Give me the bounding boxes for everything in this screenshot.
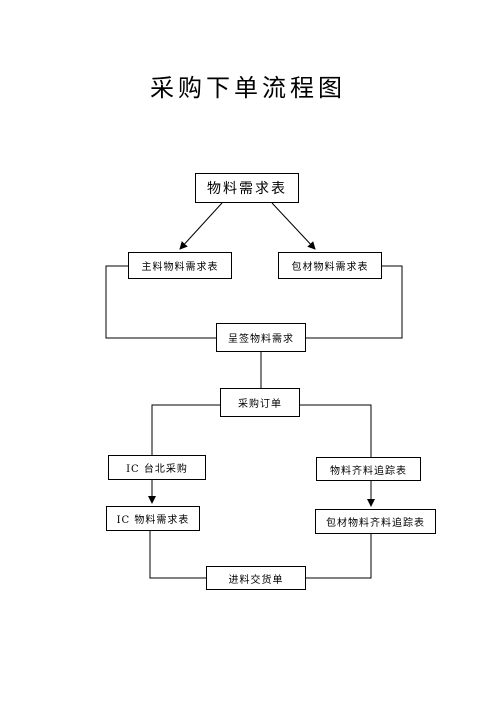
connector-order-to-ic [151, 404, 220, 455]
connector-order-to-tracking [300, 404, 372, 457]
node-submit-demand: 呈签物料需求 [216, 323, 306, 352]
connector-main-to-submit [105, 265, 216, 339]
arrow-to-packaging [271, 202, 316, 250]
connector-ic-demand-to-delivery [149, 531, 206, 579]
node-ic-taipei-purchase: IC 台北采购 [108, 455, 206, 480]
node-main-material-demand: 主料物料需求表 [128, 252, 232, 279]
connector-packaging-tracking-to-delivery [306, 534, 372, 579]
arrow-to-main-material [179, 202, 223, 250]
node-packaging-tracking: 包材物料齐料追踪表 [315, 509, 436, 534]
node-material-tracking: 物料齐料追踪表 [316, 457, 421, 481]
node-packaging-demand: 包材物料需求表 [278, 252, 382, 279]
node-material-demand: 物料需求表 [195, 173, 299, 203]
node-delivery-slip: 进料交货单 [206, 566, 306, 590]
node-ic-material-demand: IC 物料需求表 [106, 506, 200, 531]
node-purchase-order: 采购订单 [220, 388, 300, 417]
connector-packaging-to-submit [306, 265, 403, 339]
page-title: 采购下单流程图 [150, 74, 346, 102]
